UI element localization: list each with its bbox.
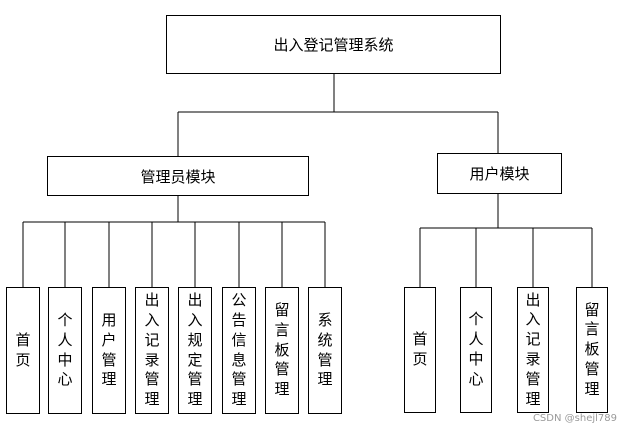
root-node-label: 出入登记管理系统 — [273, 36, 394, 54]
admin-function-leaf-label: 首页 — [15, 330, 31, 369]
admin-function-leaf: 用户管理 — [92, 287, 126, 414]
admin-function-leaf-label: 公告信息管理 — [231, 291, 247, 409]
user-module-label: 用户模块 — [469, 165, 530, 183]
user-function-leaf-label: 个人中心 — [468, 310, 484, 388]
user-function-leaf-label: 留言板管理 — [584, 300, 600, 398]
user-function-leaf-label: 出入记录管理 — [525, 290, 541, 408]
admin-function-leaf: 公告信息管理 — [222, 287, 256, 414]
user-function-leaf-label: 首页 — [412, 330, 428, 368]
admin-function-leaf-label: 系统管理 — [317, 310, 333, 389]
user-module-node: 用户模块 — [437, 153, 562, 194]
admin-function-leaf-label: 用户管理 — [101, 310, 117, 389]
user-function-leaf: 出入记录管理 — [517, 287, 549, 413]
admin-function-leaf: 系统管理 — [308, 287, 342, 414]
admin-function-leaf: 个人中心 — [48, 287, 82, 414]
user-function-leaf: 首页 — [404, 287, 436, 413]
admin-function-leaf-label: 留言板管理 — [274, 301, 290, 399]
admin-function-leaf: 出入规定管理 — [178, 287, 212, 414]
user-function-leaf: 个人中心 — [460, 287, 492, 413]
admin-function-leaf: 留言板管理 — [265, 287, 299, 414]
admin-function-leaf-label: 出入规定管理 — [187, 291, 203, 409]
admin-function-leaf-label: 出入记录管理 — [144, 291, 160, 409]
user-function-leaf: 留言板管理 — [576, 287, 608, 413]
admin-module-label: 管理员模块 — [140, 167, 216, 186]
admin-function-leaf: 出入记录管理 — [135, 287, 169, 414]
watermark: CSDN @shejl789 — [532, 413, 617, 424]
admin-module-node: 管理员模块 — [47, 156, 309, 196]
root-node: 出入登记管理系统 — [166, 15, 501, 74]
admin-function-leaf: 首页 — [6, 287, 40, 414]
admin-function-leaf-label: 个人中心 — [57, 310, 73, 389]
